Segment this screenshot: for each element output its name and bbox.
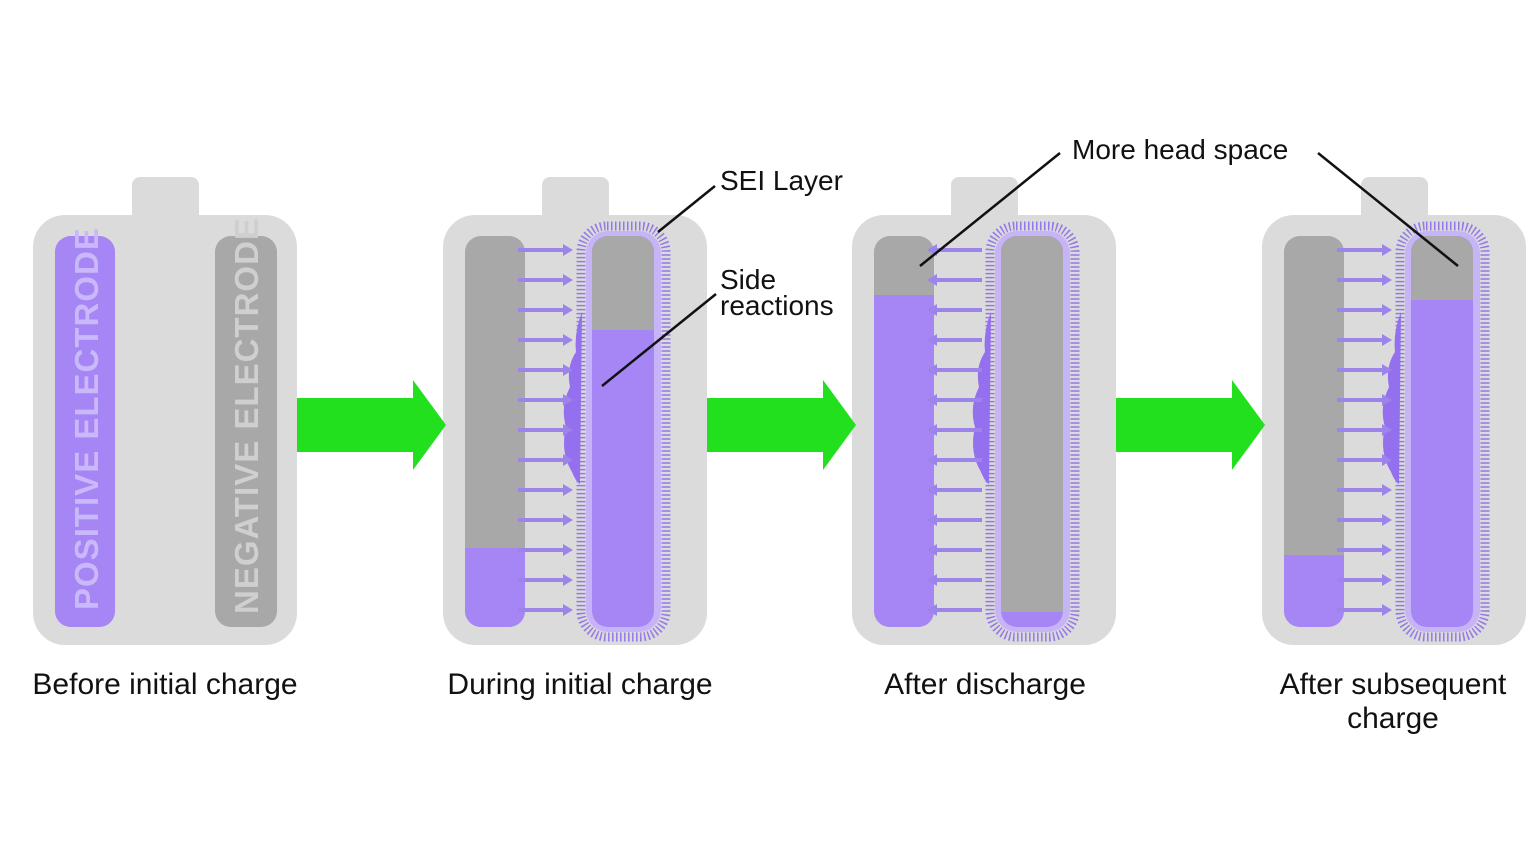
negative-electrode-label: NEGATIVE ELECTRODE: [228, 217, 265, 614]
battery-stage-2: [443, 177, 707, 645]
ion-arrow-left-icon: [927, 514, 937, 526]
headspace-callout-line-left: [919, 152, 1061, 267]
ion-arrow-right-icon: [563, 544, 573, 556]
electrode-empty-region: [215, 236, 277, 627]
ion-arrow-right-icon: [1382, 574, 1392, 586]
sei-callout-line: [657, 185, 716, 233]
ion-arrow-right-icon: [1382, 304, 1392, 316]
ion-arrow-left-icon: [927, 574, 937, 586]
ion-arrow-right-icon: [1382, 514, 1392, 526]
process-arrow-right-icon-1: [297, 380, 446, 470]
ion-arrow-left-icon: [927, 304, 937, 316]
headspace-callout-line-right: [1317, 152, 1459, 267]
side-reaction-deposit: [563, 312, 582, 484]
ion-arrow-right-icon: [563, 304, 573, 316]
caption-before-initial-charge: Before initial charge: [32, 668, 297, 701]
electrode-empty-region: [1001, 236, 1063, 612]
ion-arrow-right-icon: [563, 424, 573, 436]
ion-arrow-left-icon: [927, 544, 937, 556]
caption-after-discharge: After discharge: [884, 668, 1086, 701]
ion-arrow-right-icon: [1382, 364, 1392, 376]
ion-arrow-left-icon: [927, 334, 937, 346]
side-reactions-callout-line: [601, 293, 717, 387]
ion-arrow-right-icon: [563, 334, 573, 346]
ion-arrow-right-icon: [1382, 424, 1392, 436]
caption-after-subsequent-charge-2: charge: [1347, 702, 1439, 735]
ion-arrow-left-icon: [927, 424, 937, 436]
side-reactions-label-2: reactions: [720, 290, 834, 321]
electrode-lithium-fill: [874, 295, 934, 627]
electrode-headspace-region: [1411, 236, 1473, 300]
ion-arrow-right-icon: [563, 484, 573, 496]
sei-layer: [576, 221, 671, 642]
ion-arrow-right-icon: [563, 244, 573, 256]
electrode-lithium-fill: [55, 236, 115, 627]
ion-arrow-right-icon: [1382, 604, 1392, 616]
ion-arrow-right-icon: [1382, 484, 1392, 496]
electrode-lithium-fill: [465, 548, 525, 627]
battery-terminal: [132, 177, 199, 227]
ion-arrow-right-icon: [563, 574, 573, 586]
ion-arrow-left-icon: [927, 454, 937, 466]
electrode-lithium-fill: [1284, 555, 1344, 627]
ion-arrow-left-icon: [927, 274, 937, 286]
right-electrode: [215, 236, 277, 627]
electrode-lithium-fill: [1411, 236, 1473, 627]
battery-stage-3: [852, 177, 1116, 645]
battery-terminal: [542, 177, 609, 227]
process-arrow-right-icon-2: [707, 380, 856, 470]
ion-arrow-right-icon: [563, 604, 573, 616]
ion-arrow-right-icon: [563, 364, 573, 376]
ion-arrow-left-icon: [927, 604, 937, 616]
sei-layer: [985, 221, 1080, 642]
head-space-label: More head space: [1072, 134, 1288, 165]
process-arrow-right-icon-3: [1116, 380, 1265, 470]
ion-arrow-left-icon: [927, 394, 937, 406]
caption-during-initial-charge: During initial charge: [447, 668, 712, 701]
ion-arrow-right-icon: [563, 394, 573, 406]
ion-arrow-right-icon: [1382, 544, 1392, 556]
right-electrode: [1411, 236, 1473, 627]
ion-arrow-right-icon: [1382, 394, 1392, 406]
left-electrode: [55, 236, 115, 627]
left-electrode: [1284, 236, 1344, 627]
ion-arrow-right-icon: [1382, 454, 1392, 466]
ion-arrow-left-icon: [927, 484, 937, 496]
battery-stage-1: [33, 177, 297, 645]
sei-layer: [1395, 221, 1490, 642]
battery-terminal: [1361, 177, 1428, 227]
ion-arrow-right-icon: [1382, 274, 1392, 286]
right-electrode: [1001, 236, 1063, 627]
positive-electrode-label: POSITIVE ELECTRODE: [68, 227, 105, 610]
side-reactions-label-1: Side: [720, 264, 776, 295]
ion-arrow-left-icon: [927, 364, 937, 376]
ion-arrow-right-icon: [563, 454, 573, 466]
ion-arrow-right-icon: [1382, 244, 1392, 256]
battery-stage-4: [1262, 177, 1526, 645]
right-electrode: [592, 236, 654, 627]
side-reaction-deposit: [1382, 312, 1401, 484]
battery-terminal: [951, 177, 1018, 227]
ion-arrow-right-icon: [1382, 334, 1392, 346]
caption-after-subsequent-charge-1: After subsequent: [1280, 668, 1507, 701]
ion-arrow-right-icon: [563, 274, 573, 286]
left-electrode: [874, 236, 934, 627]
ion-arrow-right-icon: [563, 514, 573, 526]
sei-layer-label: SEI Layer: [720, 165, 843, 196]
left-electrode: [465, 236, 525, 627]
electrode-headspace-region: [592, 236, 654, 330]
